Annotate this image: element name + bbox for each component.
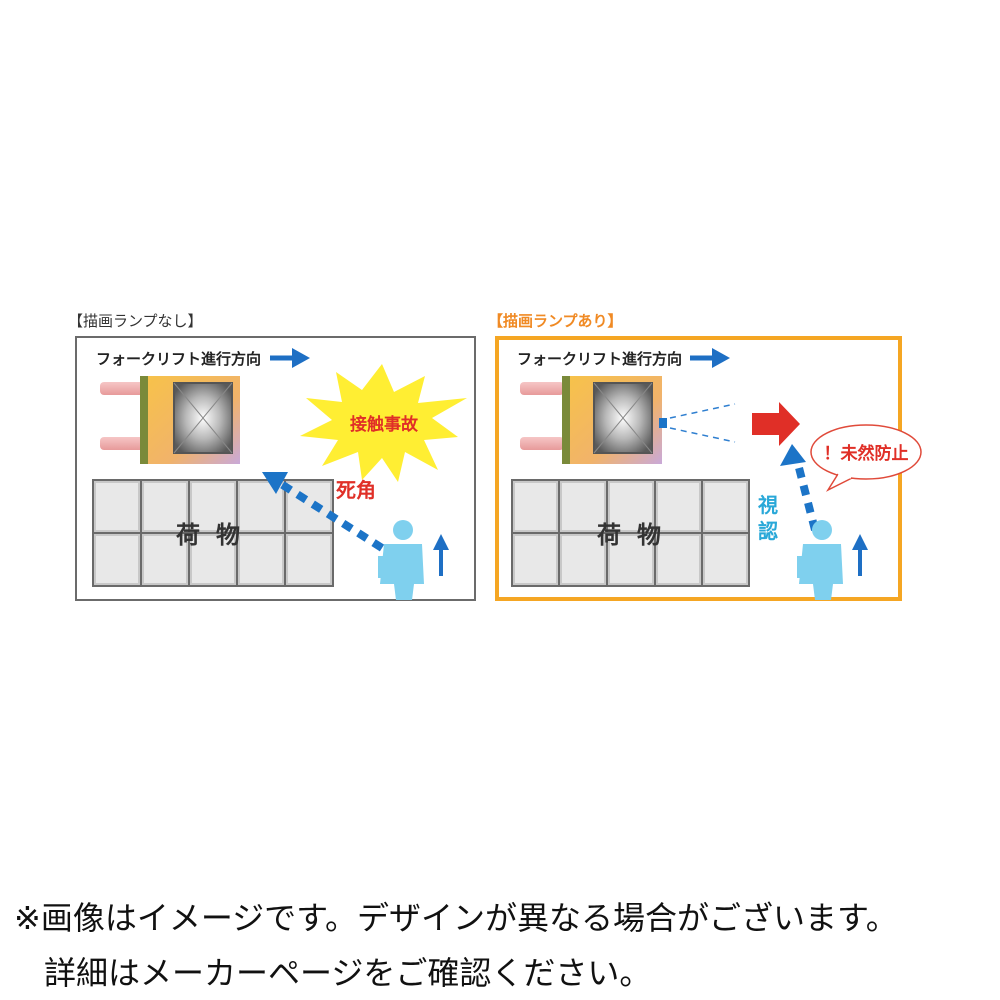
collision-burst-icon: 接触事故 (300, 364, 467, 482)
lamp-projection-lines (669, 403, 736, 443)
left-sightline-arrow (262, 472, 385, 552)
right-panel: 【描画ランプあり】 フォークリフト進行方向 (488, 312, 922, 601)
right-forklift-icon (520, 376, 667, 464)
left-forklift-icon (100, 376, 240, 464)
left-direction-arrow-icon (270, 348, 310, 368)
visibility-label-2: 認 (758, 519, 778, 543)
right-direction-label: フォークリフト進行方向 (517, 350, 682, 368)
disclaimer-line-2: 詳細はメーカーページをご確認ください。 (44, 954, 652, 992)
left-panel-title: 【描画ランプなし】 (68, 312, 203, 330)
prevention-bubble: ！未然防止 (810, 424, 922, 492)
right-sightline-arrow (780, 444, 819, 531)
visibility-label-1: 視 (757, 493, 778, 517)
right-cargo-label-1: 荷 (597, 521, 621, 549)
burst-label: 接触事故 (350, 414, 419, 435)
prevention-label: ！未然防止 (824, 443, 909, 464)
right-person-icon (797, 520, 843, 600)
projected-red-arrow-icon (752, 402, 800, 446)
right-panel-title: 【描画ランプあり】 (488, 312, 623, 330)
disclaimer-line-1: ※画像はイメージです。デザインが異なる場合がございます。 (14, 899, 898, 937)
left-walk-arrow-icon (433, 534, 449, 576)
left-direction-label: フォークリフト進行方向 (96, 350, 261, 368)
left-cargo-grid: 荷 物 (92, 479, 334, 587)
left-cargo-label-2: 物 (216, 521, 240, 549)
right-cargo-label-2: 物 (637, 521, 661, 549)
right-cargo-grid: 荷 物 (511, 479, 750, 587)
right-direction-arrow-icon (690, 348, 730, 368)
blind-spot-label: 死角 (336, 478, 376, 502)
left-person-icon (378, 520, 424, 600)
left-cargo-label-1: 荷 (176, 521, 200, 549)
left-panel: 【描画ランプなし】 フォークリフト進行方向 接触事故 (68, 312, 476, 601)
right-walk-arrow-icon (852, 534, 868, 576)
